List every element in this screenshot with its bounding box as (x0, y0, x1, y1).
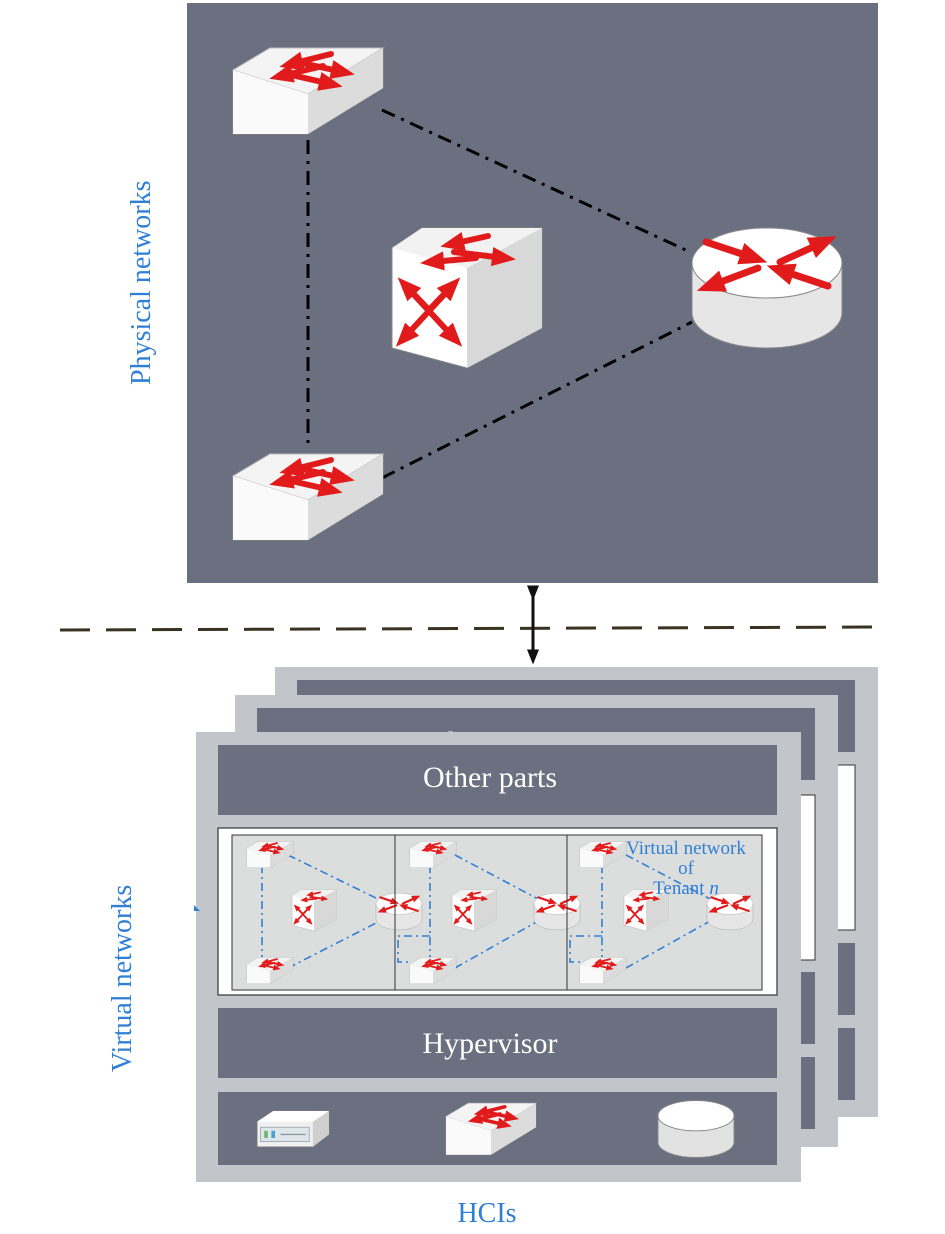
pointer-mark (194, 905, 200, 911)
tenant-n-label-line3: Tenant n (653, 878, 719, 899)
hcis-label: HCIs (457, 1198, 516, 1229)
physical-links (306, 108, 693, 480)
tenant-network-2 (397, 841, 580, 983)
tenant-network-1 (247, 841, 422, 983)
layer-divider (59, 625, 886, 632)
hypervisor-label: Hypervisor (423, 1027, 558, 1060)
hci-layer-front: Other parts (196, 732, 801, 1182)
physical-networks-label: Physical networks (126, 180, 157, 385)
tenant-network-n (569, 841, 753, 983)
other-parts-label: Other parts (423, 761, 557, 794)
router-icon (534, 893, 580, 930)
tenant-n-label-line2: of (678, 858, 695, 879)
other-parts-band (218, 745, 777, 815)
tenant-n-label-line1: Virtual network (626, 838, 746, 859)
router-icon (692, 228, 842, 348)
router-icon (376, 893, 422, 930)
storage-icon (657, 1100, 735, 1158)
hypervisor-band (218, 1008, 777, 1078)
server-icon (256, 1110, 330, 1148)
virtual-networks-label: Virtual networks (107, 885, 138, 1072)
